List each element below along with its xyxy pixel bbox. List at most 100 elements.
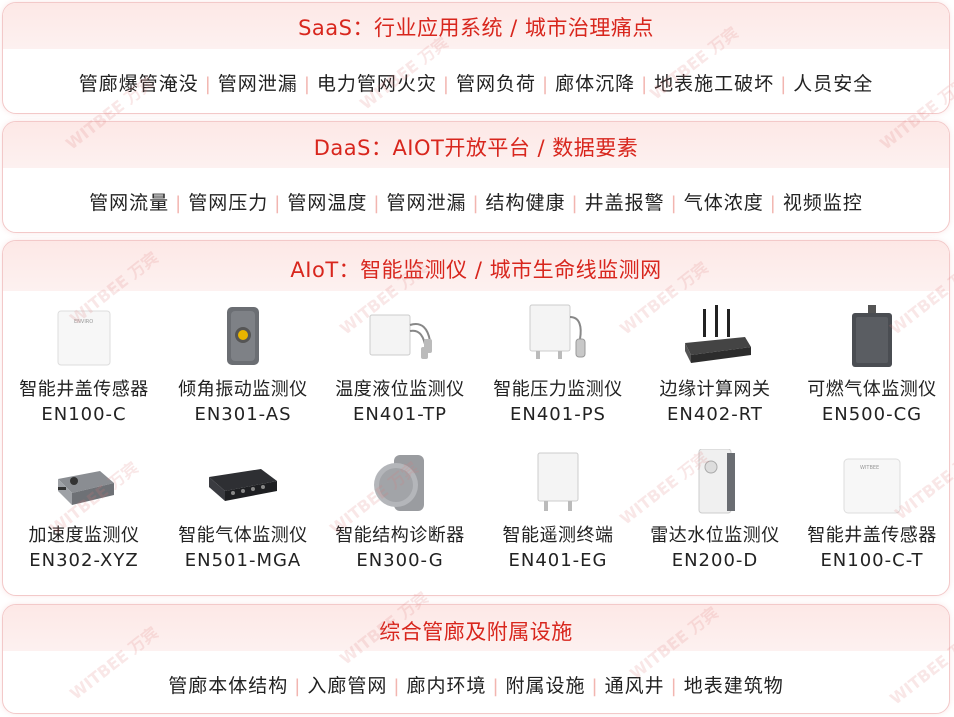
device-name: 智能遥测终端 bbox=[502, 525, 614, 546]
tag-separator: | bbox=[591, 676, 599, 697]
device-model: EN300-G bbox=[356, 550, 444, 571]
tag-separator: | bbox=[670, 193, 678, 214]
aiot-panel: AIoT：智能监测仪 / 城市生命线监测网 ENVIRO 智能井盖传感器 EN1… bbox=[2, 240, 950, 596]
temperature-level-icon bbox=[360, 303, 440, 369]
device-card: 雷达水位监测仪 EN200-D bbox=[636, 448, 794, 571]
saas-title: SaaS：行业应用系统 / 城市治理痛点 bbox=[298, 16, 654, 40]
tag-separator: | bbox=[274, 193, 282, 214]
device-name: 可燃气体监测仪 bbox=[807, 379, 937, 400]
device-card: WITBEE 智能井盖传感器 EN100-C-T bbox=[793, 449, 949, 571]
daas-tag: 管网压力 bbox=[188, 192, 269, 214]
device-model: EN200-D bbox=[671, 550, 759, 571]
device-name: 智能气体监测仪 bbox=[178, 525, 308, 546]
tag-separator: | bbox=[393, 676, 401, 697]
daas-tag: 结构健康 bbox=[485, 192, 566, 214]
utility-tag: 附属设施 bbox=[505, 675, 586, 697]
device-name: 温度液位监测仪 bbox=[335, 379, 465, 400]
device-name: 智能井盖传感器 bbox=[19, 379, 149, 400]
tag-separator: | bbox=[204, 74, 212, 95]
saas-tag: 地表施工破坏 bbox=[654, 73, 775, 95]
utility-title: 综合管廊及附属设施 bbox=[379, 620, 573, 644]
saas-tags: 管廊爆管淹没|管网泄漏|电力管网火灾|管网负荷|廊体沉降|地表施工破坏|人员安全 bbox=[3, 69, 949, 96]
tag-separator: | bbox=[542, 74, 550, 95]
device-name: 倾角振动监测仪 bbox=[178, 379, 308, 400]
telemetry-terminal-icon bbox=[518, 449, 598, 515]
saas-tag: 电力管网火灾 bbox=[316, 73, 437, 95]
utility-tag: 廊内环境 bbox=[406, 675, 487, 697]
tag-separator: | bbox=[472, 193, 480, 214]
svg-text:ENVIRO: ENVIRO bbox=[74, 319, 93, 325]
multi-gas-icon bbox=[203, 449, 283, 515]
tilt-vibration-icon bbox=[203, 303, 283, 369]
saas-tag: 管廊爆管淹没 bbox=[78, 73, 199, 95]
utility-tag: 地表建筑物 bbox=[683, 675, 784, 697]
device-card: 智能气体监测仪 EN501-MGA bbox=[164, 449, 322, 571]
utility-tag: 通风井 bbox=[604, 675, 665, 697]
utility-tag: 管廊本体结构 bbox=[168, 675, 289, 697]
device-card: 智能压力监测仪 EN401-PS bbox=[479, 303, 637, 425]
tag-separator: | bbox=[769, 193, 777, 214]
accelerometer-icon bbox=[44, 449, 124, 515]
manhole-sensor-icon: ENVIRO bbox=[44, 303, 124, 369]
aiot-title: AIoT：智能监测仪 / 城市生命线监测网 bbox=[290, 258, 662, 282]
saas-tag: 廊体沉降 bbox=[555, 73, 636, 95]
device-model: EN401-EG bbox=[508, 550, 608, 571]
saas-tag: 人员安全 bbox=[793, 73, 874, 95]
daas-tag: 气体浓度 bbox=[683, 192, 764, 214]
daas-tag: 视频监控 bbox=[782, 192, 863, 214]
tag-separator: | bbox=[442, 74, 450, 95]
tag-separator: | bbox=[303, 74, 311, 95]
device-model: EN501-MGA bbox=[184, 550, 302, 571]
device-name: 智能压力监测仪 bbox=[493, 379, 623, 400]
radar-water-level-icon bbox=[675, 448, 755, 515]
device-model: EN401-PS bbox=[510, 404, 606, 425]
utility-tag: 入廊管网 bbox=[307, 675, 388, 697]
device-name: 智能井盖传感器 bbox=[807, 525, 937, 546]
daas-tag: 管网泄漏 bbox=[386, 192, 467, 214]
daas-title: DaaS：AIOT开放平台 / 数据要素 bbox=[313, 136, 639, 160]
gas-detector-icon bbox=[832, 303, 912, 369]
device-model: EN402-RT bbox=[667, 404, 763, 425]
device-name: 加速度监测仪 bbox=[28, 525, 140, 546]
tag-separator: | bbox=[571, 193, 579, 214]
tag-separator: | bbox=[780, 74, 788, 95]
utility-panel: 综合管廊及附属设施 管廊本体结构|入廊管网|廊内环境|附属设施|通风井|地表建筑… bbox=[2, 604, 950, 714]
device-model: EN301-AS bbox=[194, 404, 292, 425]
device-card: 智能遥测终端 EN401-EG bbox=[479, 449, 637, 571]
daas-tag: 井盖报警 bbox=[584, 192, 665, 214]
daas-panel: DaaS：AIOT开放平台 / 数据要素 管网流量|管网压力|管网温度|管网泄漏… bbox=[2, 121, 950, 233]
saas-panel: SaaS：行业应用系统 / 城市治理痛点 管廊爆管淹没|管网泄漏|电力管网火灾|… bbox=[2, 2, 950, 114]
device-card: 可燃气体监测仪 EN500-CG bbox=[793, 303, 949, 425]
edge-gateway-icon bbox=[675, 303, 755, 369]
device-card: ENVIRO 智能井盖传感器 EN100-C bbox=[5, 303, 163, 425]
daas-tag: 管网温度 bbox=[287, 192, 368, 214]
tag-separator: | bbox=[670, 676, 678, 697]
utility-tags: 管廊本体结构|入廊管网|廊内环境|附属设施|通风井|地表建筑物 bbox=[3, 671, 949, 698]
daas-tags: 管网流量|管网压力|管网温度|管网泄漏|结构健康|井盖报警|气体浓度|视频监控 bbox=[3, 188, 949, 215]
device-model: EN500-CG bbox=[821, 404, 923, 425]
structure-diagnostic-icon bbox=[360, 449, 440, 515]
device-model: EN401-TP bbox=[353, 404, 447, 425]
device-name: 雷达水位监测仪 bbox=[650, 525, 780, 546]
device-card: 智能结构诊断器 EN300-G bbox=[321, 449, 479, 571]
device-model: EN100-C bbox=[41, 404, 127, 425]
tag-separator: | bbox=[641, 74, 649, 95]
manhole-sensor-t-icon: WITBEE bbox=[832, 449, 912, 515]
device-card: 加速度监测仪 EN302-XYZ bbox=[5, 449, 163, 571]
daas-tag: 管网流量 bbox=[89, 192, 170, 214]
device-card: 温度液位监测仪 EN401-TP bbox=[321, 303, 479, 425]
tag-separator: | bbox=[492, 676, 500, 697]
svg-text:WITBEE: WITBEE bbox=[860, 465, 879, 471]
saas-tag: 管网负荷 bbox=[455, 73, 536, 95]
saas-tag: 管网泄漏 bbox=[217, 73, 298, 95]
device-model: EN100-C-T bbox=[820, 550, 924, 571]
tag-separator: | bbox=[294, 676, 302, 697]
device-card: 倾角振动监测仪 EN301-AS bbox=[164, 303, 322, 425]
tag-separator: | bbox=[373, 193, 381, 214]
tag-separator: | bbox=[175, 193, 183, 214]
device-name: 边缘计算网关 bbox=[659, 379, 771, 400]
device-name: 智能结构诊断器 bbox=[335, 525, 465, 546]
pressure-monitor-icon bbox=[518, 303, 598, 369]
device-model: EN302-XYZ bbox=[29, 550, 139, 571]
device-card: 边缘计算网关 EN402-RT bbox=[636, 303, 794, 425]
